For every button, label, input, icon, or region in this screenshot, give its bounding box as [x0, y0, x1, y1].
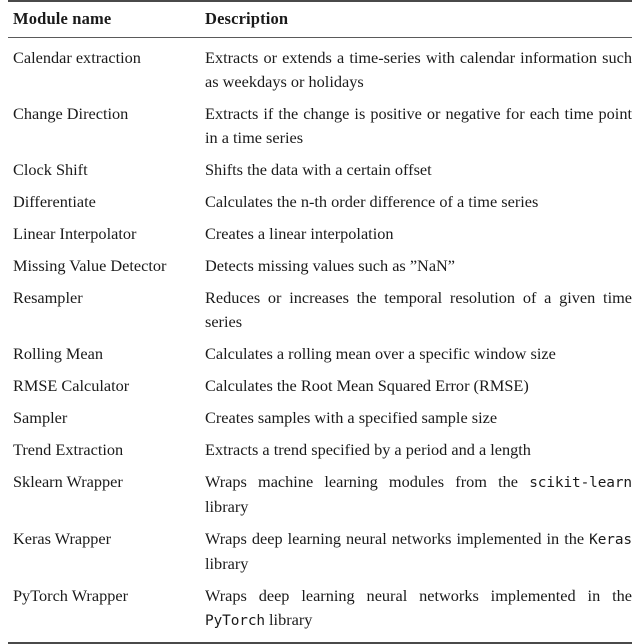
table-header-rule — [8, 37, 632, 38]
cell-description: Reduces or increases the temporal resolu… — [205, 288, 632, 331]
description-text: library — [205, 497, 249, 516]
cell-description: Creates samples with a specified sample … — [205, 408, 498, 427]
cell-description: Creates a linear interpolation — [205, 224, 394, 243]
cell-module-name: RMSE Calculator — [13, 376, 130, 395]
table-row: Resampler Reduces or increases the tempor… — [8, 278, 632, 334]
cell-module-name: PyTorch Wrapper — [13, 586, 129, 605]
cell-description: Shifts the data with a certain offset — [205, 160, 432, 179]
description-text: Wraps deep learning neural networks impl… — [205, 529, 590, 548]
table-header: Module name Description — [8, 2, 632, 37]
cell-module-name: Sampler — [13, 408, 68, 427]
cell-description: Wraps machine learning modules from the … — [205, 462, 632, 519]
table-row: Change Direction Extracts if the change i… — [8, 94, 632, 150]
table-top-rule — [8, 0, 632, 2]
cell-module-name: Differentiate — [13, 192, 96, 211]
table-row: Sklearn Wrapper Wraps machine learning mo… — [8, 462, 632, 519]
cell-module-name: Rolling Mean — [13, 344, 103, 363]
cell-module-name: Sklearn Wrapper — [13, 472, 123, 491]
cell-description: Extracts or extends a time-series with c… — [205, 48, 632, 91]
table-row: RMSE Calculator Calculates the Root Mean … — [8, 366, 632, 398]
table-row: Differentiate Calculates the n-th order d… — [8, 182, 632, 214]
cell-module-name: Change Direction — [13, 104, 129, 123]
cell-description: Extracts a trend specified by a period a… — [205, 440, 531, 459]
cell-module-name: Resampler — [13, 288, 83, 307]
table-row: Missing Value Detector Detects missing va… — [8, 246, 632, 278]
header-row: Module name Description — [8, 2, 632, 37]
cell-module-name: Trend Extraction — [13, 440, 124, 459]
table-row: Rolling Mean Calculates a rolling mean ov… — [8, 334, 632, 366]
cell-description: Calculates the Root Mean Squared Error (… — [205, 376, 529, 395]
description-code-token: PyTorch — [205, 613, 265, 629]
cell-module-name: Clock Shift — [13, 160, 88, 179]
table-row: Linear Interpolator Creates a linear inte… — [8, 214, 632, 246]
table-row: Clock Shift Shifts the data with a certai… — [8, 150, 632, 182]
cell-description: Calculates a rolling mean over a specifi… — [205, 344, 556, 363]
module-table: Module name Description — [8, 2, 632, 37]
table-body: Calendar extraction Extracts or extends a… — [8, 38, 632, 642]
description-code-token: Keras — [589, 532, 632, 548]
cell-module-name: Calendar extraction — [13, 48, 141, 67]
description-text: library — [264, 610, 313, 629]
table-row: Calendar extraction Extracts or extends a… — [8, 38, 632, 94]
table-row: PyTorch Wrapper Wraps deep learning neura… — [8, 576, 632, 642]
cell-description: Extracts if the change is positive or ne… — [205, 104, 632, 147]
description-text: Wraps machine learning modules from the — [205, 472, 530, 491]
table-row: Trend Extraction Extracts a trend specifi… — [8, 430, 632, 462]
cell-module-name: Missing Value Detector — [13, 256, 167, 275]
cell-module-name: Linear Interpolator — [13, 224, 137, 243]
cell-description: Wraps deep learning neural networks impl… — [205, 576, 632, 642]
column-header-description: Description — [205, 9, 289, 28]
cell-description: Detects missing values such as ”NaN” — [205, 256, 456, 275]
table-row: Keras Wrapper Wraps deep learning neural … — [8, 519, 632, 576]
column-header-module-name: Module name — [13, 9, 112, 28]
table-row: Sampler Creates samples with a specified … — [8, 398, 632, 430]
description-text: Wraps deep learning neural networks impl… — [205, 586, 632, 605]
cell-description: Wraps deep learning neural networks impl… — [205, 519, 632, 576]
description-text: library — [205, 554, 249, 573]
module-table-body: Calendar extraction Extracts or extends a… — [8, 38, 632, 642]
description-code-token: scikit-learn — [529, 475, 632, 491]
cell-module-name: Keras Wrapper — [13, 529, 112, 548]
cell-description: Calculates the n-th order difference of … — [205, 192, 539, 211]
